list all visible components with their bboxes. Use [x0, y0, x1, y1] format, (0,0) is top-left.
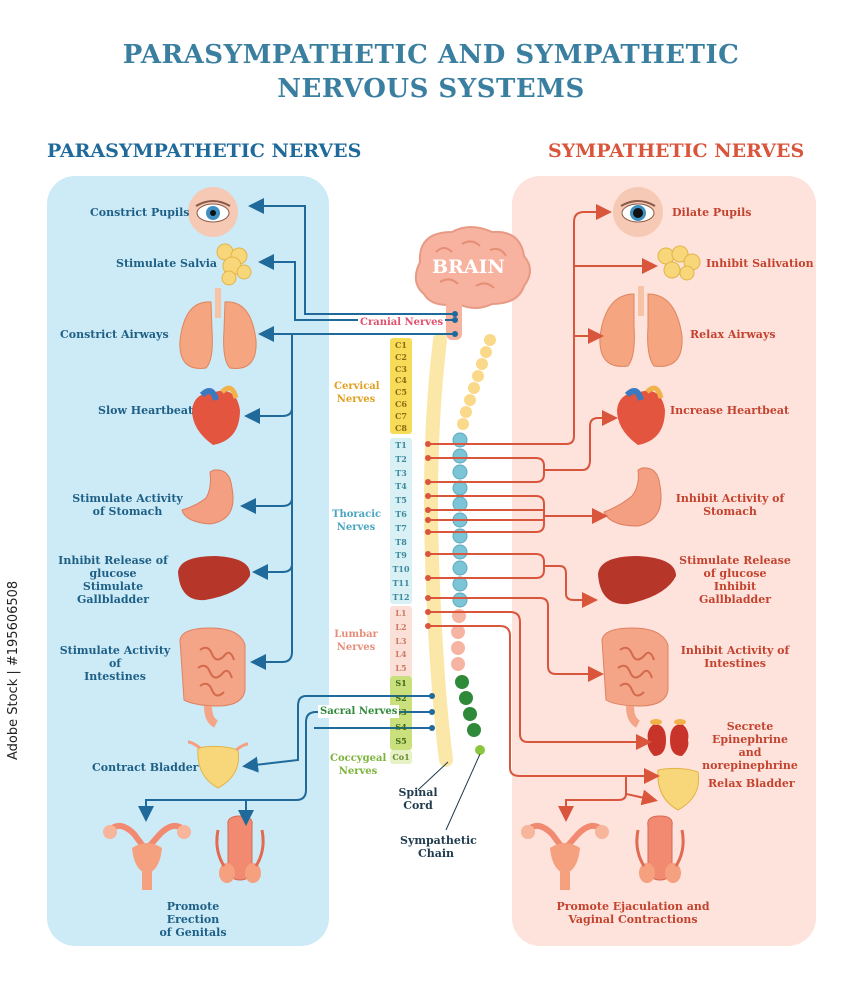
- right-bladder-icon: [657, 767, 700, 811]
- segment-t3: T3: [395, 467, 407, 478]
- right-male-genital-icon: [635, 815, 685, 883]
- thoracic-segments-box: [390, 438, 412, 604]
- segment-s3: S3: [395, 707, 407, 717]
- spinal-cord: [424, 333, 453, 767]
- segment-t9: T9: [395, 550, 407, 561]
- brain-label: BRAIN: [432, 256, 505, 278]
- segment-l1: L1: [395, 608, 407, 618]
- parasympathetic-nerves: [138, 198, 455, 826]
- left-male-genital-icon: [215, 815, 265, 883]
- coccygeal-segment-box: [390, 750, 412, 764]
- stock-watermark: Adobe Stock | #195606508: [6, 580, 21, 760]
- right-female-genital-icon: [521, 822, 609, 890]
- left-salivary-gland-icon: [216, 243, 252, 286]
- contract-bladder-label: Contract Bladder: [92, 761, 199, 774]
- segment-t5: T5: [395, 495, 407, 506]
- segment-co1: Co1: [392, 752, 410, 762]
- segment-l3: L3: [395, 635, 407, 646]
- segment-c4: C4: [395, 375, 407, 386]
- left-stomach-icon: [181, 469, 234, 525]
- cervical-segments-box: [390, 338, 412, 434]
- segment-s2: S2: [395, 692, 407, 703]
- segment-t4: T4: [395, 481, 407, 492]
- segment-t1: T1: [395, 440, 407, 450]
- parasympathetic-header: PARASYMPATHETIC NERVES: [47, 140, 362, 162]
- segment-t10: T10: [392, 564, 410, 575]
- segment-t7: T7: [395, 522, 407, 533]
- right-salivary-gland-icon: [657, 245, 701, 281]
- segment-t12: T12: [392, 591, 410, 602]
- right-liver-icon: [598, 556, 676, 605]
- left-eye-icon: [188, 187, 238, 237]
- segment-c5: C5: [395, 387, 407, 398]
- right-heart-icon: [617, 385, 665, 445]
- right-intestines-icon: [601, 627, 669, 728]
- left-female-genital-icon: [103, 822, 191, 890]
- relax-bladder-label: Relax Bladder: [708, 777, 795, 790]
- constrict-airways-label: Constrict Airways: [60, 328, 169, 341]
- segment-t2: T2: [395, 453, 407, 464]
- inhibit-salivation-label: Inhibit Salivation: [706, 257, 814, 270]
- increase-heartbeat-label: Increase Heartbeat: [670, 404, 790, 417]
- segment-s5: S5: [395, 736, 407, 746]
- segment-l4: L4: [395, 649, 407, 660]
- stimulate-salvia-label: Stimulate Salvia: [116, 257, 218, 270]
- right-eye-icon: [613, 187, 663, 237]
- segment-c1: C1: [395, 340, 407, 350]
- right-stomach-icon: [603, 467, 662, 527]
- left-bladder-icon: [187, 740, 249, 789]
- segment-c7: C7: [395, 410, 407, 421]
- segment-t8: T8: [395, 536, 407, 547]
- dilate-pupils-label: Dilate Pupils: [672, 206, 752, 219]
- segment-c6: C6: [395, 399, 407, 409]
- diagram-title-line1: PARASYMPATHETIC AND SYMPATHETIC: [122, 40, 740, 70]
- sacral-nerves-label: Sacral Nerves: [318, 705, 400, 718]
- sympathetic-chain: [451, 334, 496, 755]
- segment-s4: S4: [395, 721, 407, 732]
- relax-airways-label: Relax Airways: [690, 328, 776, 341]
- sympathetic-nerves: [428, 204, 660, 822]
- lumbar-segments-box: [390, 606, 412, 678]
- constrict-pupils-label: Constrict Pupils: [90, 206, 190, 219]
- segment-t6: T6: [395, 509, 407, 519]
- right-kidneys-icon: [647, 719, 689, 756]
- diagram-title-line2: NERVOUS SYSTEMS: [277, 74, 585, 104]
- segment-l5: L5: [395, 663, 407, 674]
- segment-l2: L2: [395, 621, 407, 632]
- slow-heartbeat-label: Slow Heartbeat: [98, 404, 194, 417]
- segment-c3: C3: [395, 363, 407, 374]
- segment-c2: C2: [395, 351, 407, 362]
- left-liver-icon: [178, 556, 251, 601]
- left-heart-icon: [192, 385, 240, 445]
- right-lungs-icon: [599, 286, 683, 367]
- segment-s1: S1: [395, 678, 407, 688]
- segment-t11: T11: [392, 578, 410, 588]
- segment-c8: C8: [395, 422, 407, 433]
- left-intestines-icon: [179, 627, 246, 728]
- sympathetic-header: SYMPATHETIC NERVES: [548, 140, 805, 162]
- left-lungs-icon: [179, 288, 257, 369]
- cranial-nerves-label: Cranial Nerves: [358, 316, 446, 329]
